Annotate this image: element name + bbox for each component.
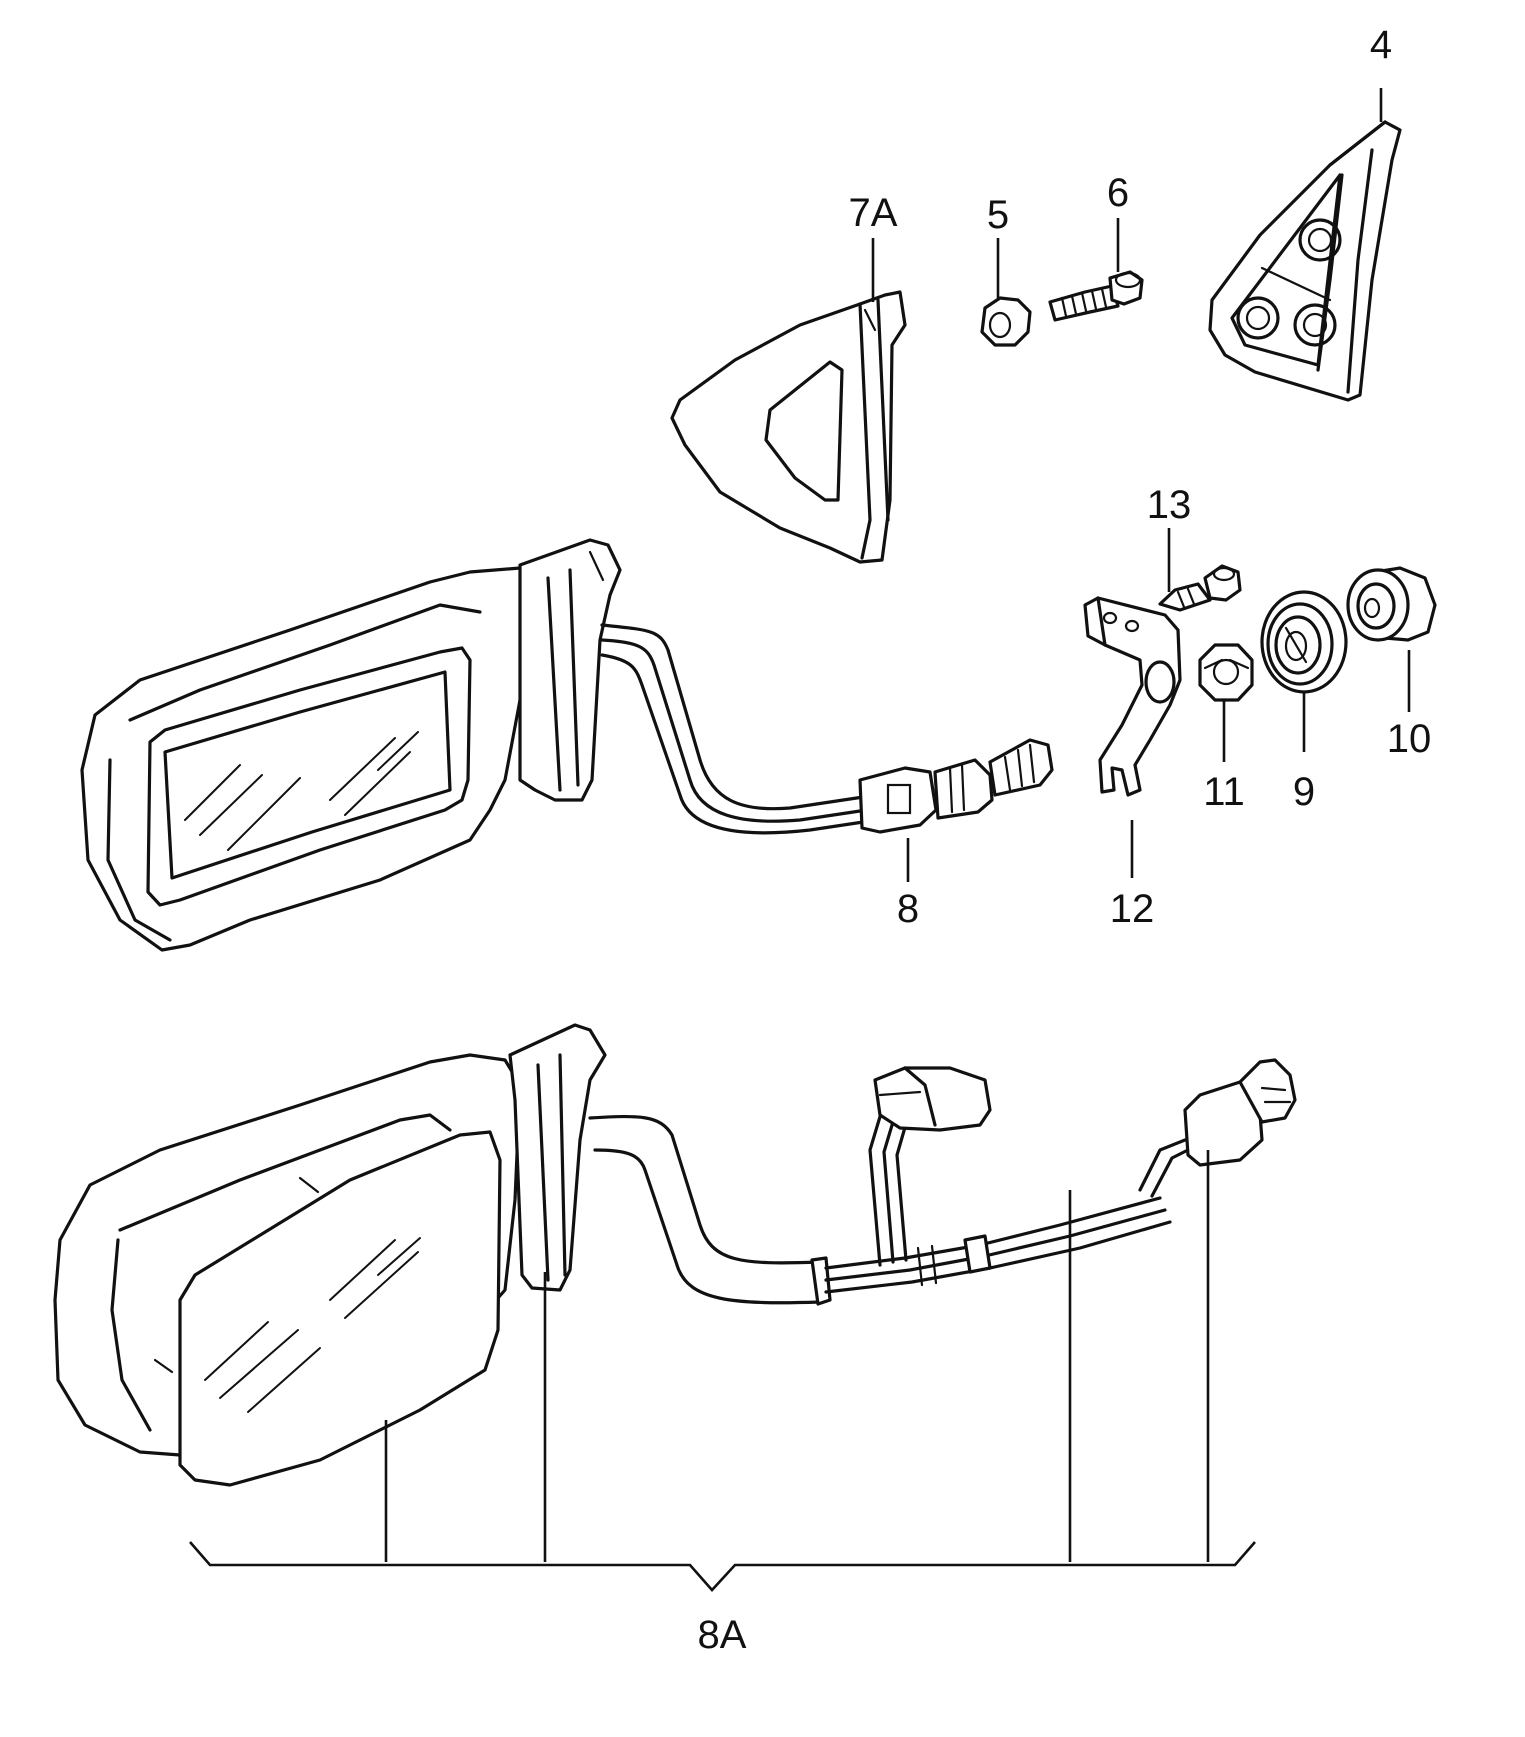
callout-13: 13 [1147,483,1192,527]
hex-nut-part-11 [1198,643,1254,702]
callout-labels: 4 5 6 7A 13 10 11 9 12 8 8A [698,23,1432,1657]
callout-4: 4 [1370,23,1392,67]
callout-10: 10 [1387,717,1432,761]
knob-cap-part-10 [1346,566,1437,642]
screw-part-6 [1048,270,1144,322]
leader-lines [189,88,1411,1592]
callout-5: 5 [987,193,1009,237]
mirror-assembly-part-8A [53,1023,1297,1487]
callout-8A: 8A [698,1613,747,1657]
trim-cover-part-7A [670,290,907,564]
callout-7A: 7A [849,191,898,235]
clip-nut-part-5 [980,296,1032,347]
callout-11: 11 [1203,770,1245,814]
inner-trim-cover-part-4 [1208,120,1402,402]
callout-6: 6 [1107,171,1129,215]
mirror-assembly-part-8 [80,538,1054,952]
screw-part-13 [1158,564,1242,612]
callout-8: 8 [897,887,919,931]
bracket-part-12 [1083,596,1182,797]
callout-9: 9 [1293,770,1315,814]
callout-12: 12 [1110,887,1155,931]
adjuster-knob-part-9 [1260,590,1348,694]
